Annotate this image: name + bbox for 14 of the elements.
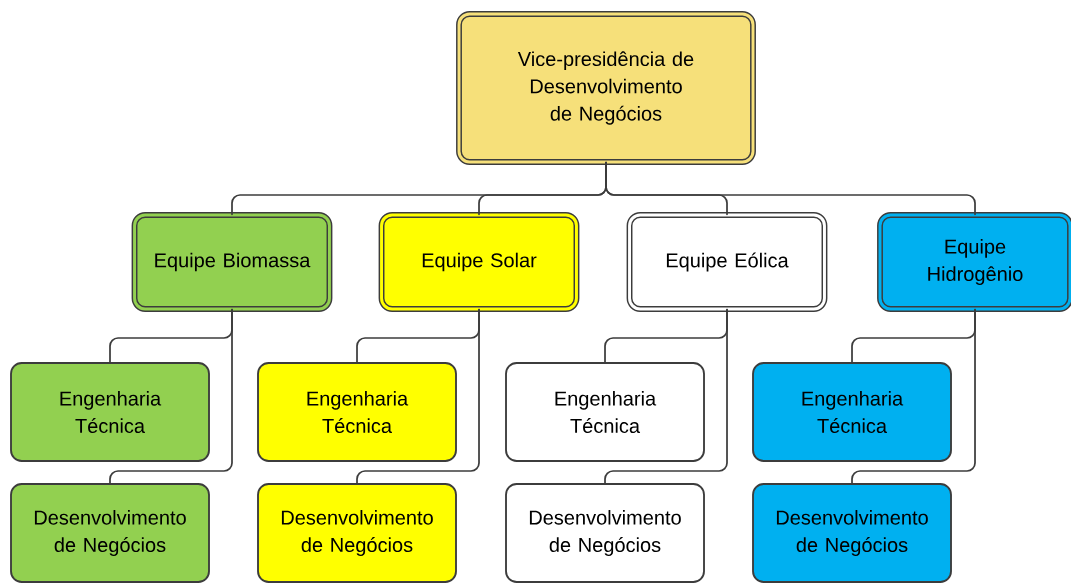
department-box: Desenvolvimento de Negócios <box>257 483 457 583</box>
department-box: Engenharia Técnica <box>10 362 210 462</box>
department-box: Engenharia Técnica <box>257 362 457 462</box>
department-box: Engenharia Técnica <box>752 362 952 462</box>
team-box: Equipe Solar <box>378 212 580 312</box>
connector-line <box>605 161 976 216</box>
department-box: Engenharia Técnica <box>505 362 705 462</box>
department-box: Desenvolvimento de Negócios <box>752 483 952 583</box>
team-box: Equipe Eólica <box>626 212 828 312</box>
department-box: Desenvolvimento de Negócios <box>10 483 210 583</box>
team-box: Equipe Biomassa <box>131 212 333 312</box>
title-box: Vice-presidência de Desenvolvimento de Negócios <box>456 11 756 165</box>
department-box: Desenvolvimento de Negócios <box>505 483 705 583</box>
team-box: Equipe Hidrogênio <box>877 212 1071 312</box>
